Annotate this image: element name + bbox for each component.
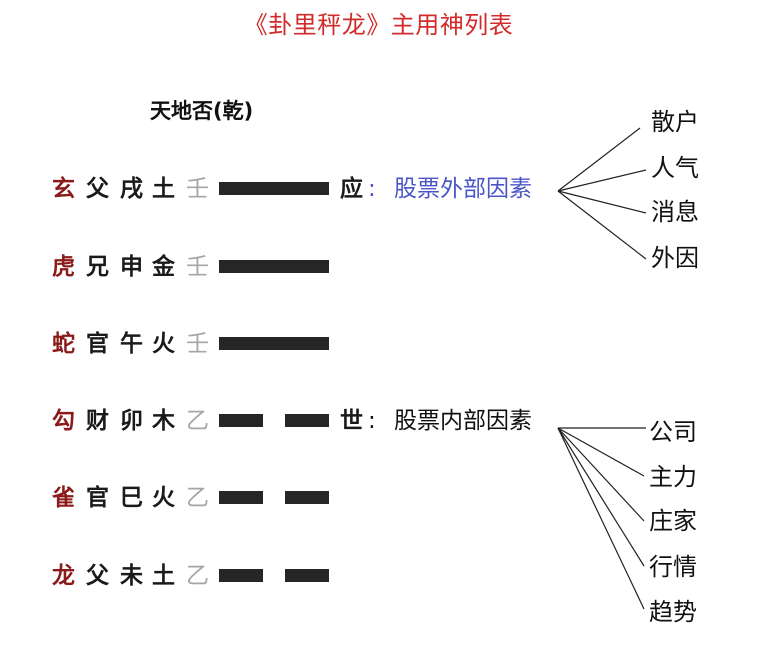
connector-hangqing <box>557 427 645 567</box>
internal-factor-qushi: 趋势 <box>649 598 697 626</box>
connector-xiaoxi <box>557 190 647 214</box>
yin-line-right-bar <box>285 491 329 504</box>
yin-line-left-bar <box>219 414 263 427</box>
element-label: 金 <box>152 254 175 280</box>
six-relation-label: 官 <box>86 331 109 357</box>
yin-line-right-bar <box>285 569 329 582</box>
heavenly-stem-label: 乙 <box>186 408 209 434</box>
internal-factor-gongsi: 公司 <box>649 418 697 446</box>
heavenly-stem-label: 壬 <box>186 254 209 280</box>
heavenly-stem-label: 壬 <box>186 331 209 357</box>
six-relation-label: 父 <box>86 176 109 202</box>
heavenly-stem-label: 壬 <box>186 176 209 202</box>
element-label: 火 <box>152 485 175 511</box>
external-factor-xiaoxi: 消息 <box>651 198 699 226</box>
yao-line-6: 龙 父 未 土 乙 <box>0 556 757 596</box>
heavenly-stem-label: 乙 <box>186 563 209 589</box>
six-relation-label: 官 <box>86 485 109 511</box>
element-label: 土 <box>152 176 175 202</box>
element-label: 火 <box>152 331 175 357</box>
yang-line-bar <box>219 182 329 195</box>
element-label: 土 <box>152 563 175 589</box>
six-god-label: 虎 <box>52 254 75 280</box>
six-relation-label: 父 <box>86 563 109 589</box>
six-relation-label: 财 <box>86 408 109 434</box>
internal-factor-zhuli: 主力 <box>649 463 697 491</box>
chart-title: 《卦里秤龙》主用神列表 <box>243 11 514 39</box>
yin-line-left-bar <box>219 491 263 504</box>
element-label: 木 <box>152 408 175 434</box>
six-god-label: 勾 <box>52 408 75 434</box>
yao-line-2: 虎 兄 申 金 壬 <box>0 247 757 287</box>
yin-line-right-bar <box>285 414 329 427</box>
internal-factor-hangqing: 行情 <box>649 553 697 581</box>
connector-qushi <box>557 427 645 610</box>
external-factor-renqi: 人气 <box>651 154 699 182</box>
colon: : <box>368 408 376 434</box>
earthly-branch-label: 申 <box>120 254 143 280</box>
yang-line-bar <box>219 337 329 350</box>
hexagram-name: 天地否(乾) <box>150 99 254 123</box>
connector-sanhu <box>557 127 641 192</box>
colon: : <box>368 176 376 202</box>
connector-zhuangjia <box>557 427 645 522</box>
external-factor-sanhu: 散户 <box>651 108 699 136</box>
lower-factor-label: 股票内部因素 <box>394 408 532 434</box>
earthly-branch-label: 未 <box>120 563 143 589</box>
connector-waiyin <box>557 190 647 260</box>
six-god-label: 雀 <box>52 485 75 511</box>
connector-renqi <box>557 169 647 192</box>
ying-marker: 应 <box>340 176 363 202</box>
yao-line-4: 勾 财 卯 木 乙 世 : 股票内部因素 <box>0 401 757 441</box>
connector-zhuli <box>557 427 645 477</box>
external-factor-waiyin: 外因 <box>651 244 699 272</box>
internal-factor-zhuangjia: 庄家 <box>649 507 697 535</box>
six-god-label: 蛇 <box>52 331 75 357</box>
heavenly-stem-label: 乙 <box>186 485 209 511</box>
earthly-branch-label: 卯 <box>120 408 143 434</box>
earthly-branch-label: 午 <box>120 331 143 357</box>
yao-line-3: 蛇 官 午 火 壬 <box>0 324 757 364</box>
upper-factor-label: 股票外部因素 <box>394 176 532 202</box>
earthly-branch-label: 巳 <box>120 485 143 511</box>
yao-line-1: 玄 父 戌 土 壬 应 : 股票外部因素 <box>0 169 757 209</box>
six-god-label: 玄 <box>52 176 75 202</box>
earthly-branch-label: 戌 <box>120 176 143 202</box>
yin-line-left-bar <box>219 569 263 582</box>
six-god-label: 龙 <box>52 563 75 589</box>
shi-marker: 世 <box>340 408 363 434</box>
yao-line-5: 雀 官 巳 火 乙 <box>0 478 757 518</box>
yang-line-bar <box>219 260 329 273</box>
six-relation-label: 兄 <box>86 254 109 280</box>
